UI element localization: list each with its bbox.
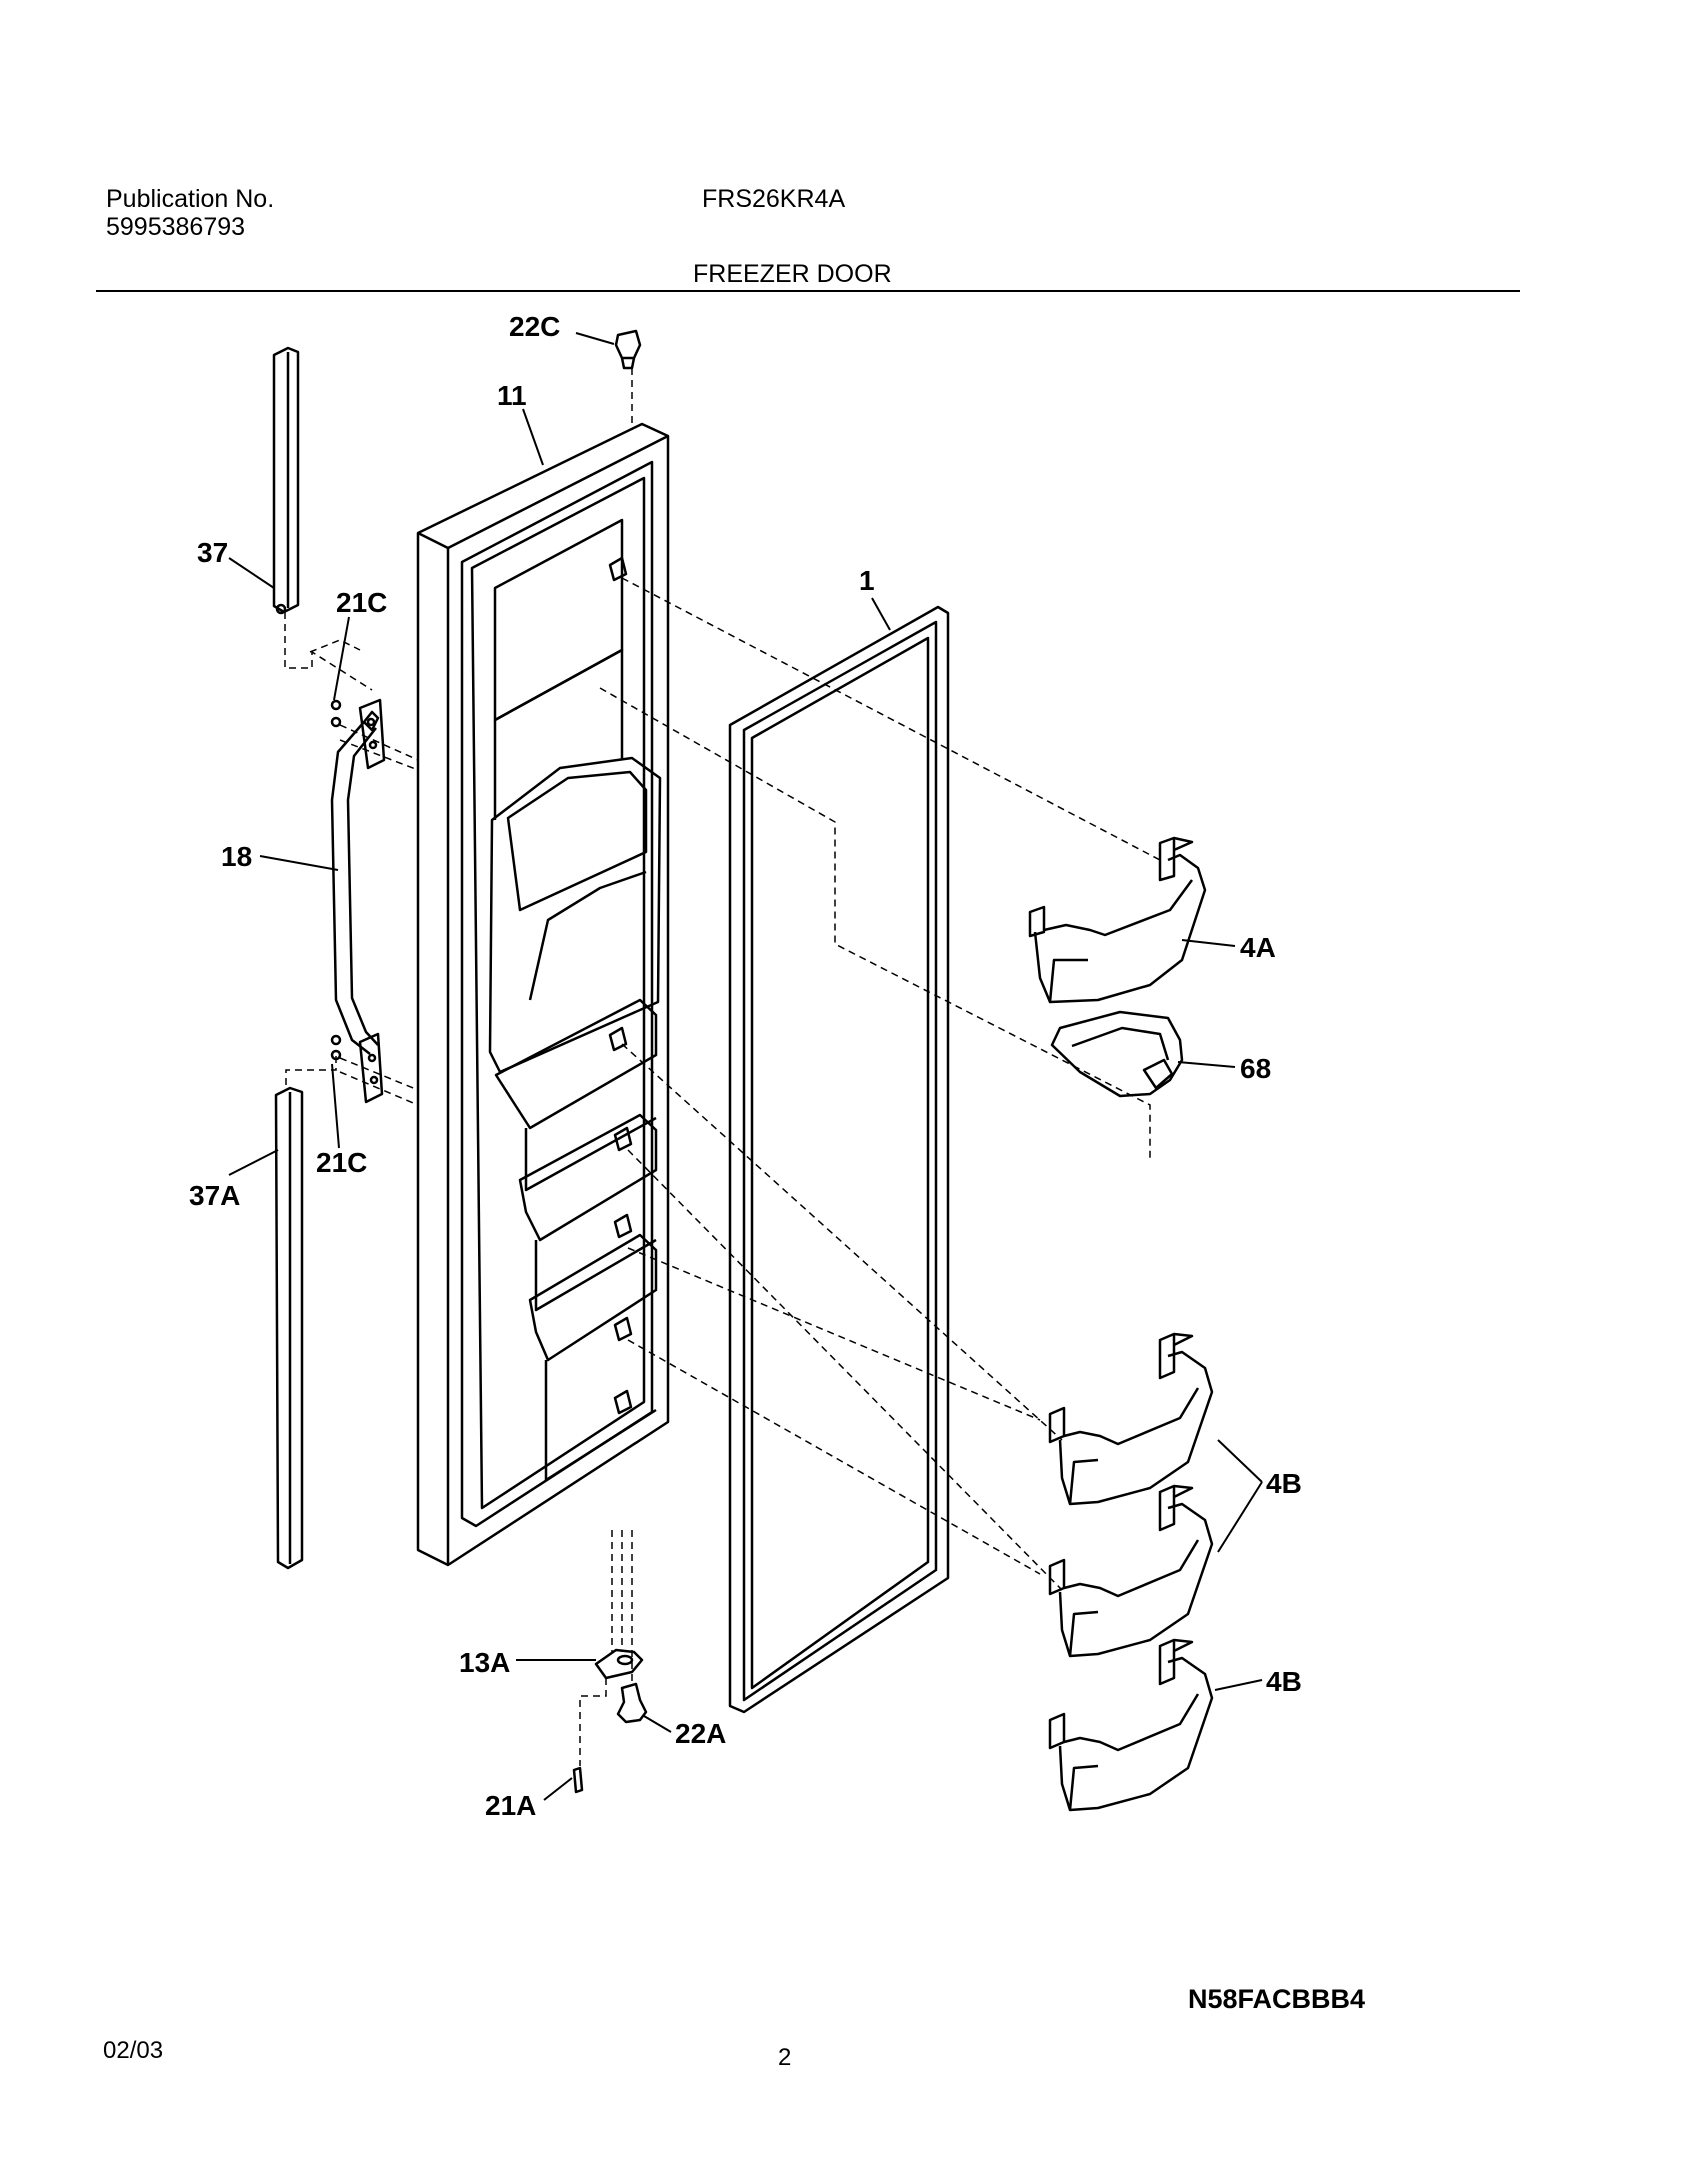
callout-21a: 21A	[485, 1790, 536, 1821]
door-bin-4b-1	[1048, 1332, 1214, 1506]
ice-cup-68	[1050, 1010, 1184, 1098]
callout-18: 18	[221, 841, 252, 872]
leader-lines	[228, 332, 1263, 1801]
handle-trim-37	[272, 346, 300, 615]
callout-11: 11	[497, 380, 527, 411]
callout-68: 68	[1240, 1053, 1271, 1084]
door-bin-4b-3	[1048, 1638, 1214, 1812]
freezer-door-11	[416, 422, 670, 1567]
assembly-lines	[284, 368, 1161, 1766]
callout-21c-bottom: 21C	[316, 1147, 367, 1178]
callout-labels: 22C 11 37 21C 1 18 4A 68 21C 37A 4B 13A …	[189, 311, 1302, 1821]
door-bin-4a	[1028, 836, 1207, 1004]
page-number: 2	[778, 2044, 792, 2071]
footer-date: 02/03	[103, 2037, 164, 2064]
callout-1: 1	[859, 565, 875, 596]
callout-37a: 37A	[189, 1180, 240, 1211]
model-number: FRS26KR4A	[702, 185, 846, 213]
callout-4b-top: 4B	[1266, 1468, 1302, 1499]
hinge-pin-22a	[616, 1682, 648, 1724]
header-rule	[96, 290, 1520, 292]
callout-22c: 22C	[509, 311, 560, 342]
door-gasket-1	[728, 605, 950, 1714]
hinge-bracket-13a	[594, 1648, 644, 1680]
handle-trim-37a	[274, 1086, 304, 1570]
screw-21a	[572, 1766, 584, 1794]
publication-label: Publication No.	[106, 185, 275, 213]
door-bin-4b-2	[1048, 1484, 1214, 1658]
callout-21c-top: 21C	[336, 587, 387, 618]
hinge-pin-22c	[614, 329, 642, 370]
callout-37: 37	[197, 537, 228, 568]
publication-number: 5995386793	[106, 213, 246, 241]
section-title: FREEZER DOOR	[693, 260, 892, 288]
callout-4b-bottom: 4B	[1266, 1666, 1302, 1697]
door-handle-18	[330, 698, 386, 1104]
callout-13a: 13A	[459, 1647, 510, 1678]
callout-22a: 22A	[675, 1718, 726, 1749]
diagram-code: N58FACBBB4	[1188, 1984, 1366, 2014]
callout-4a: 4A	[1240, 932, 1276, 963]
